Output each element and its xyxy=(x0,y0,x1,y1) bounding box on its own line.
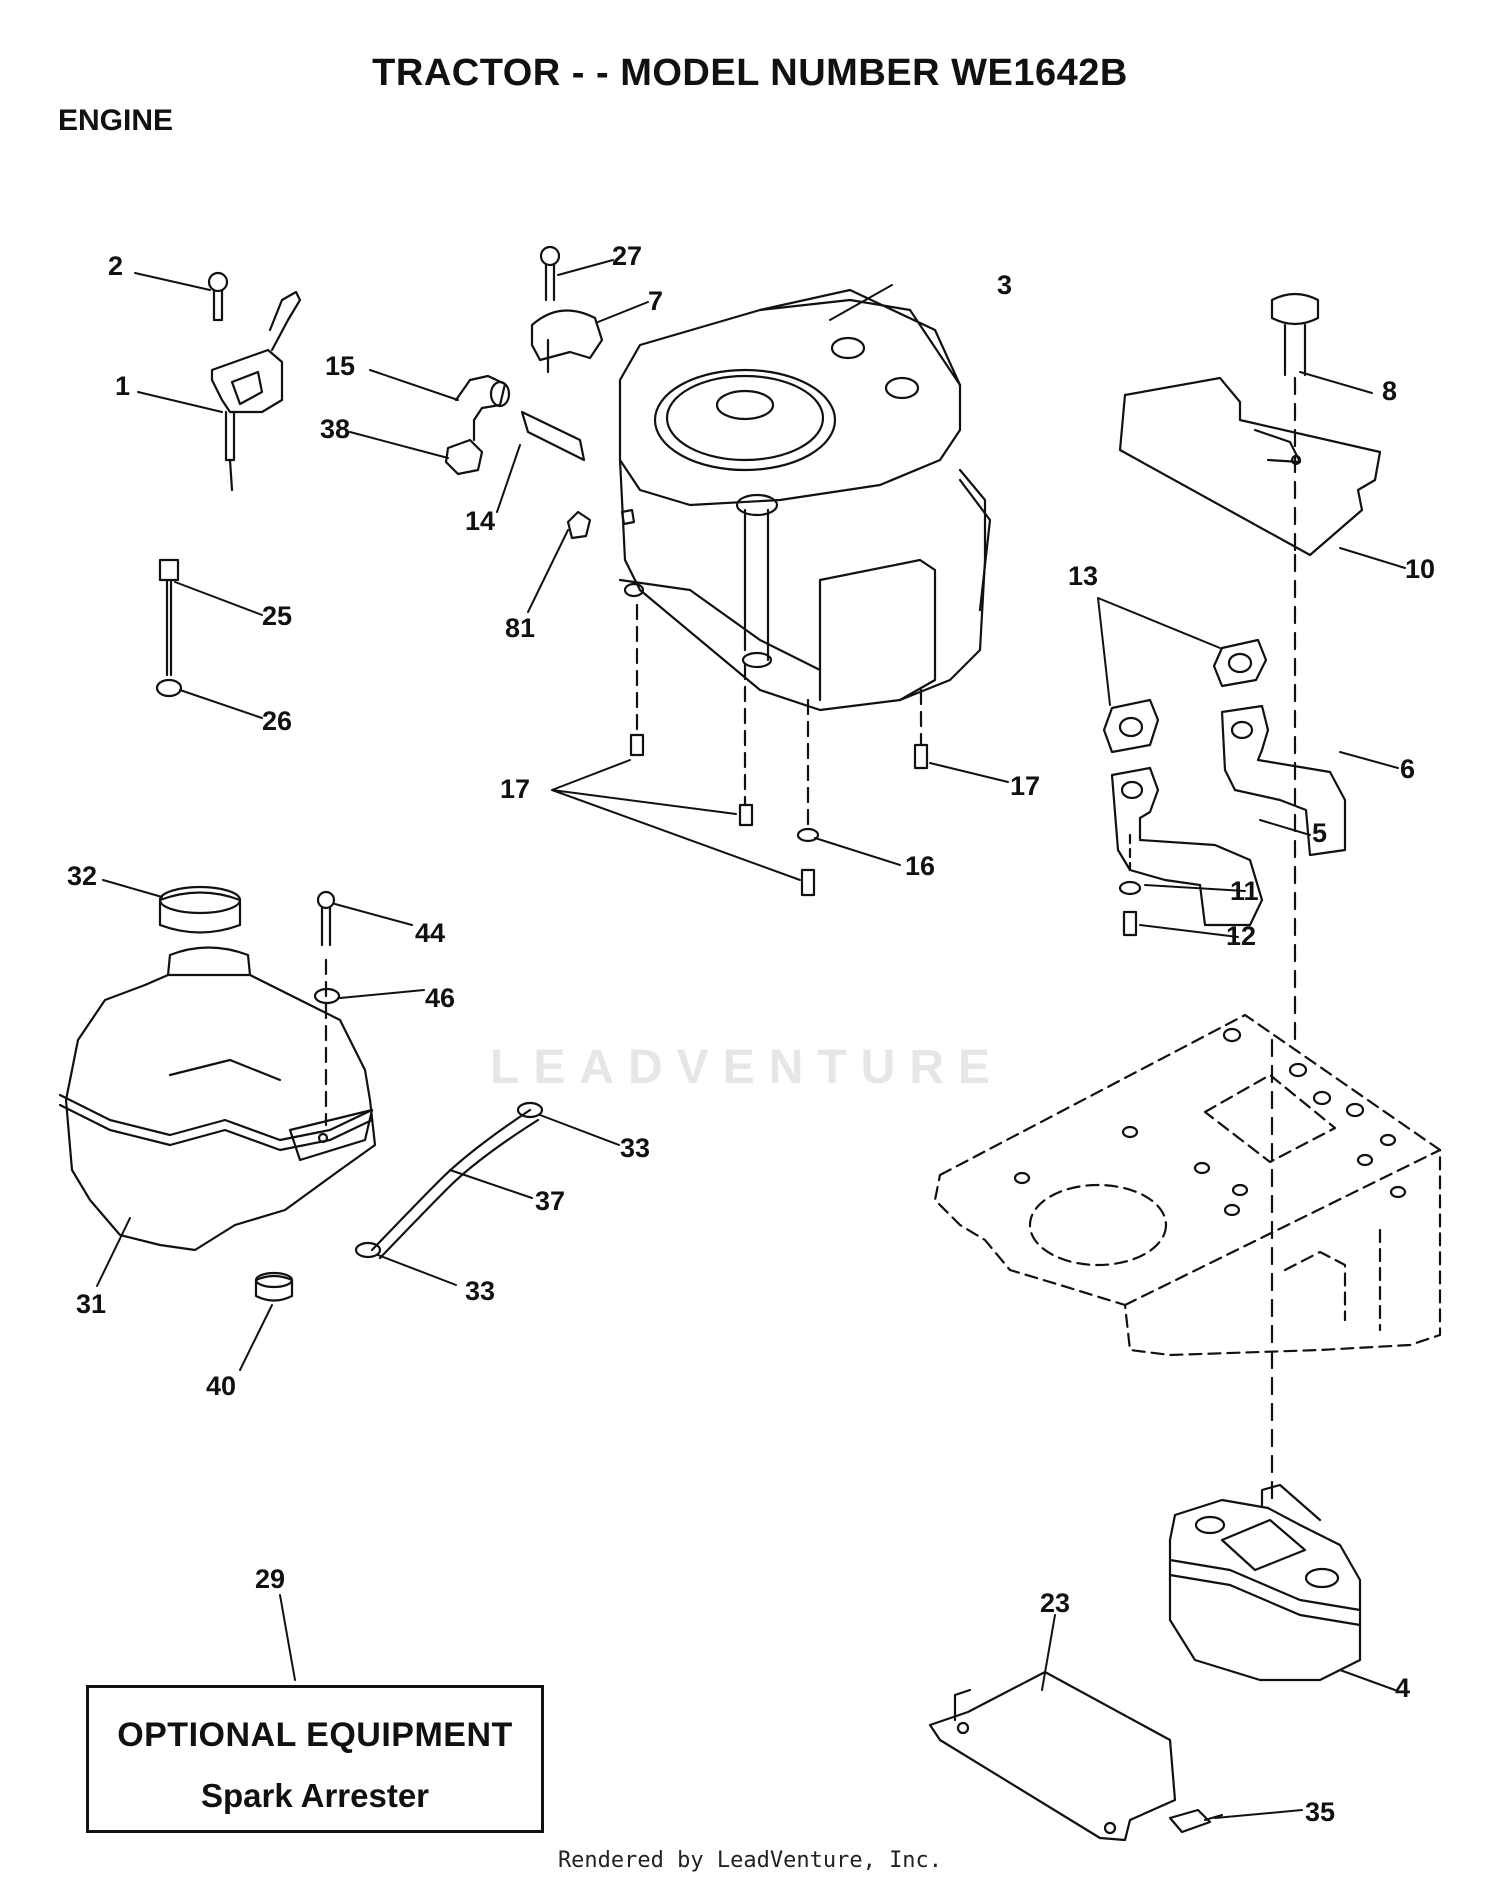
callout-7: 7 xyxy=(648,286,663,316)
callout-16: 16 xyxy=(905,851,935,881)
callout-15: 15 xyxy=(325,351,355,381)
optional-equipment-label: OPTIONAL EQUIPMENT xyxy=(117,1716,513,1754)
rod-part xyxy=(155,558,183,698)
fuel-fitting-part xyxy=(444,374,636,540)
callout-10: 10 xyxy=(1405,554,1435,584)
deflector-part xyxy=(928,1670,1224,1842)
callout-23: 23 xyxy=(1040,1588,1070,1618)
watermark-text: LEADVENTURE xyxy=(490,1041,1005,1094)
heat-shield-part xyxy=(1118,292,1382,1042)
callout-37: 37 xyxy=(535,1186,565,1216)
callout-81: 81 xyxy=(505,613,535,643)
callout-13: 13 xyxy=(1068,561,1098,591)
callout-2: 2 xyxy=(108,251,123,281)
callout-44: 44 xyxy=(415,918,445,948)
callout-labels: 1 2 3 4 5 6 7 8 10 11 12 13 14 15 16 17 … xyxy=(67,241,1435,1827)
callout-40: 40 xyxy=(206,1371,236,1401)
callout-17-left: 17 xyxy=(500,774,530,804)
callout-5: 5 xyxy=(1312,818,1327,848)
callout-3: 3 xyxy=(997,270,1012,300)
diagram-title: TRACTOR - - MODEL NUMBER WE1642B xyxy=(372,52,1128,94)
callout-4: 4 xyxy=(1395,1673,1410,1703)
callout-12: 12 xyxy=(1226,921,1256,951)
callout-11: 11 xyxy=(1230,876,1259,906)
exhaust-pipe-part xyxy=(1102,638,1347,937)
callout-38: 38 xyxy=(320,414,350,444)
leader-lines xyxy=(96,259,1406,1819)
throttle-control-part xyxy=(207,271,302,492)
callout-31: 31 xyxy=(76,1289,106,1319)
callout-46: 46 xyxy=(425,983,455,1013)
frame-outline-part xyxy=(933,1013,1442,1357)
spark-arrester-label: Spark Arrester xyxy=(200,1777,430,1814)
callout-25: 25 xyxy=(262,601,292,631)
callout-8: 8 xyxy=(1382,376,1397,406)
mounting-bolts-part xyxy=(629,603,929,897)
fuel-tank-part xyxy=(58,885,377,1302)
callout-33-top: 33 xyxy=(620,1133,650,1163)
engine-part xyxy=(618,288,992,712)
callout-29: 29 xyxy=(255,1564,285,1594)
callout-14: 14 xyxy=(465,506,495,536)
frame-holes-part xyxy=(1013,1027,1407,1217)
callout-33-bottom: 33 xyxy=(465,1276,495,1306)
fuel-line-part xyxy=(354,1101,544,1260)
callout-26: 26 xyxy=(262,706,292,736)
callout-17-right: 17 xyxy=(1010,771,1040,801)
callout-6: 6 xyxy=(1400,754,1415,784)
clamp-part xyxy=(530,245,604,374)
muffler-part xyxy=(1168,1038,1362,1682)
callout-35: 35 xyxy=(1305,1797,1335,1827)
callout-1: 1 xyxy=(115,371,130,401)
section-label: ENGINE xyxy=(58,104,174,137)
callout-32: 32 xyxy=(67,861,97,891)
optional-equipment-box: OPTIONAL EQUIPMENT Spark Arrester xyxy=(86,1685,544,1833)
callout-27: 27 xyxy=(612,241,642,271)
rendered-by-footer: Rendered by LeadVenture, Inc. xyxy=(557,1848,943,1873)
